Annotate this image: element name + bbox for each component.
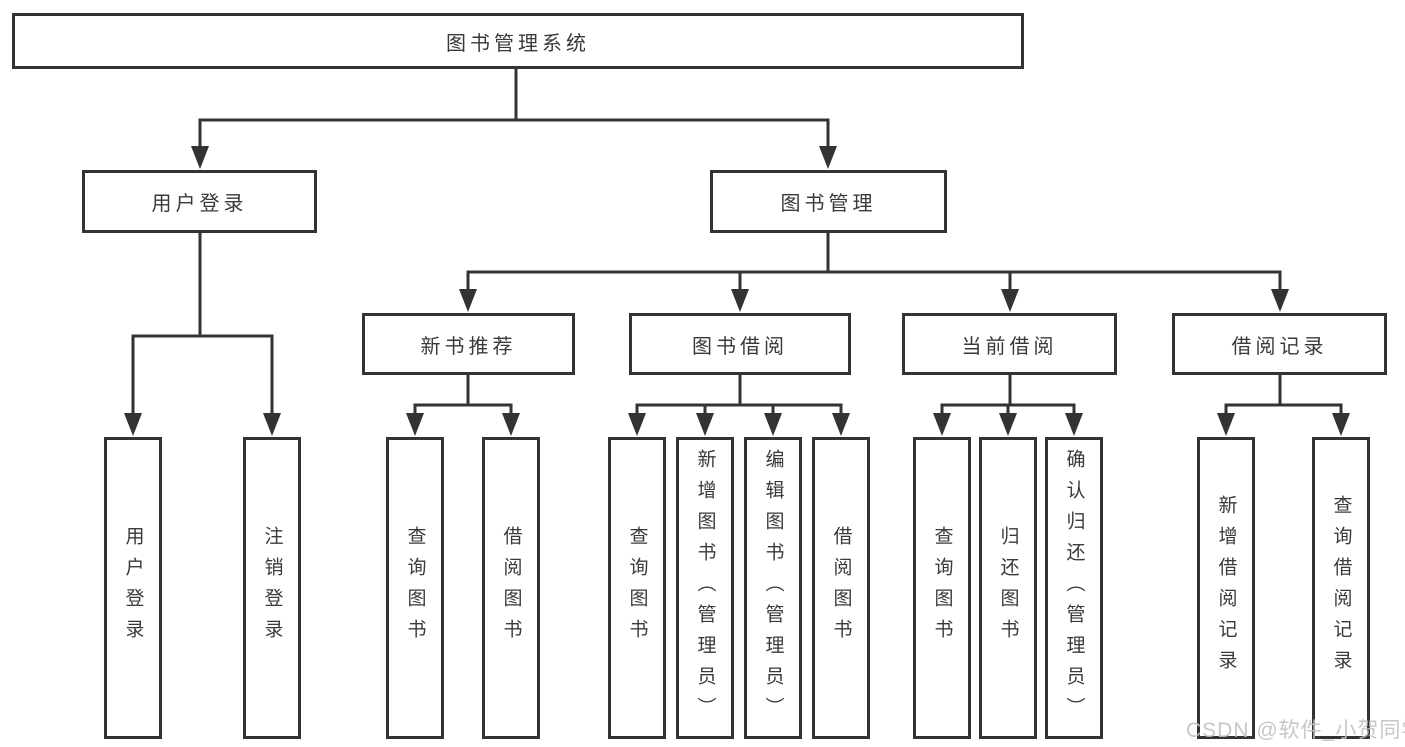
node-new-book-recommend: 新书推荐 [362,313,575,375]
leaf-query-borrow-record: 查询借阅记录 [1312,437,1370,739]
leaf-label: 查询图书 [626,526,648,650]
node-current-borrowing: 当前借阅 [902,313,1117,375]
node-label: 用户登录 [151,193,248,215]
node-label: 图书借阅 [692,335,788,358]
leaf-query-books-recommend: 查询图书 [386,437,444,739]
node-user-login: 用户登录 [82,170,317,233]
leaf-add-borrow-record: 新增借阅记录 [1197,437,1255,739]
leaf-confirm-return-admin: 确认归还（管理员） [1045,437,1103,739]
leaf-add-books-admin: 新增图书（管理员） [676,437,734,739]
leaf-label: 查询借阅记录 [1330,495,1352,681]
node-book-borrowing: 图书借阅 [629,313,851,375]
node-label: 新书推荐 [420,335,517,358]
leaf-logout: 注销登录 [243,437,301,739]
leaf-label: 编辑图书（管理员） [762,448,784,728]
leaf-label: 新增图书（管理员） [694,448,716,728]
leaf-borrow-books-recommend: 借阅图书 [482,437,540,739]
leaf-borrow-books: 借阅图书 [812,437,870,739]
leaf-label: 注销登录 [261,526,283,650]
leaf-label: 查询图书 [404,526,426,650]
node-library-management-system: 图书管理系统 [12,13,1024,69]
leaf-query-books-current: 查询图书 [913,437,971,739]
node-label: 图书管理系统 [446,32,590,55]
csdn-watermark: CSDN @软件_小贺同学 [1186,719,1405,742]
node-label: 当前借阅 [961,335,1058,358]
leaf-user-login: 用户登录 [104,437,162,739]
node-book-management: 图书管理 [710,170,947,233]
leaf-edit-books-admin: 编辑图书（管理员） [744,437,802,739]
leaf-label: 借阅图书 [500,526,522,650]
leaf-label: 查询图书 [931,526,953,650]
arrowheads [124,146,1350,436]
leaf-return-books: 归还图书 [979,437,1037,739]
node-label: 图书管理 [780,193,877,215]
leaf-label: 新增借阅记录 [1215,495,1237,681]
node-label: 借阅记录 [1231,335,1328,358]
leaf-label: 归还图书 [997,526,1019,650]
leaf-label: 借阅图书 [830,526,852,650]
leaf-label: 用户登录 [122,526,144,650]
node-borrowing-records: 借阅记录 [1172,313,1387,375]
leaf-label: 确认归还（管理员） [1063,448,1085,728]
leaf-query-books-borrowing: 查询图书 [608,437,666,739]
